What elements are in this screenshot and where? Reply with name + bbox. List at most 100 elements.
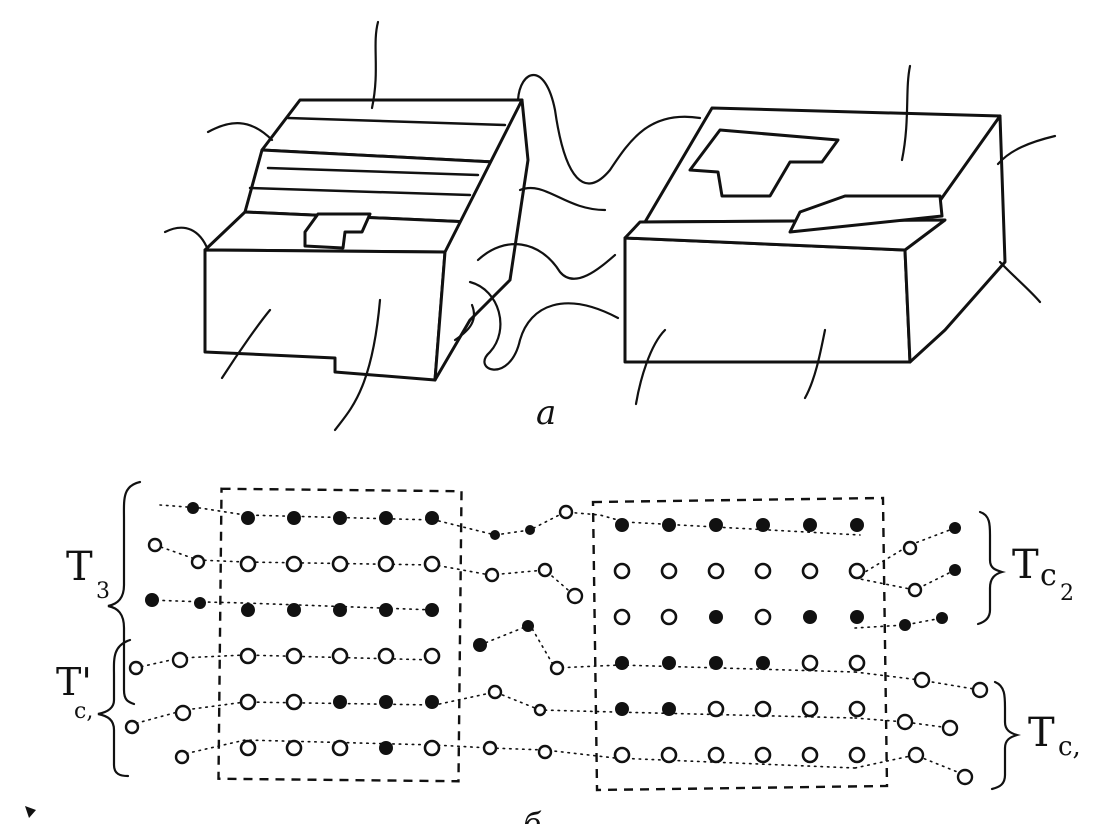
part-b-schematic: T 3 T' c, T c 2 T c, б	[56, 480, 1081, 824]
fiber-dot	[174, 704, 192, 722]
left-block	[203, 98, 530, 382]
filled-dot	[615, 518, 629, 532]
filled-dot	[379, 741, 393, 755]
braces	[97, 480, 1022, 791]
filled-dot	[425, 695, 439, 709]
open-dot	[331, 647, 349, 665]
right-lattice-grid	[613, 518, 866, 764]
filled-dot	[333, 511, 347, 525]
open-dot	[848, 654, 866, 672]
fiber-dot	[907, 582, 923, 598]
fiber-dot	[971, 681, 989, 699]
filled-dot	[379, 511, 393, 525]
fiber-dot	[145, 593, 159, 607]
fiber-dot	[558, 504, 574, 520]
fiber-dot	[941, 719, 959, 737]
filled-dot	[709, 610, 723, 624]
fiber-dot	[537, 744, 553, 760]
open-dot	[423, 555, 441, 573]
outer-dots-right	[896, 522, 989, 786]
fiber-dot	[522, 620, 534, 632]
fiber-dot	[907, 746, 925, 764]
filled-dot	[287, 511, 301, 525]
open-dot	[613, 608, 631, 626]
right-block-side-face	[903, 114, 1007, 364]
open-dot	[423, 647, 441, 665]
filled-dot	[379, 695, 393, 709]
filled-dot	[425, 511, 439, 525]
filled-dot	[803, 610, 817, 624]
open-dot	[754, 700, 772, 718]
part-b-label: б	[523, 807, 542, 824]
label-left-top: T	[66, 544, 93, 590]
open-dot	[754, 608, 772, 626]
open-dot	[377, 647, 395, 665]
open-dot	[801, 700, 819, 718]
open-dot	[613, 746, 631, 764]
left-lattice-box	[217, 487, 463, 783]
open-dot	[613, 562, 631, 580]
brace-right-top	[976, 510, 1007, 626]
filled-dot	[241, 511, 255, 525]
label-left-bottom-sub: c,	[74, 699, 93, 724]
fiber-dot	[484, 567, 500, 583]
open-dot	[331, 555, 349, 573]
filled-dot	[333, 695, 347, 709]
open-dot	[801, 746, 819, 764]
fiber-dot	[566, 587, 584, 605]
brace-left-bottom	[97, 638, 132, 778]
label-left-bottom: T'	[56, 660, 92, 704]
filled-dot	[756, 656, 770, 670]
fiber-dot	[147, 537, 163, 553]
fiber-dot	[949, 564, 961, 576]
filled-dot	[425, 603, 439, 617]
fiber-dot	[482, 740, 498, 756]
open-dot	[660, 608, 678, 626]
brace-left-top	[107, 480, 142, 706]
fiber-dot	[194, 597, 206, 609]
fiber-dot	[187, 502, 199, 514]
fiber-dot	[128, 660, 144, 676]
filled-dot	[709, 518, 723, 532]
label-right-bottom: T	[1028, 710, 1055, 756]
connection-lines	[129, 504, 981, 776]
fiber-dot	[533, 703, 547, 717]
part-b-labels: T 3 T' c, T c 2 T c,	[56, 542, 1081, 762]
label-left-top-sub: 3	[96, 579, 110, 604]
open-dot	[239, 693, 257, 711]
open-dot	[285, 555, 303, 573]
fiber-dot	[171, 651, 189, 669]
fiber-dot	[949, 522, 961, 534]
filled-dot	[241, 603, 255, 617]
label-right-top-sub2: 2	[1060, 581, 1074, 606]
outer-dots-left	[124, 502, 206, 765]
left-block-front-face	[203, 248, 447, 382]
fiber-dot	[936, 612, 948, 624]
open-dot	[377, 555, 395, 573]
fiber-dot	[896, 713, 914, 731]
fiber-dot	[956, 768, 974, 786]
open-dot	[754, 562, 772, 580]
filled-dot	[662, 656, 676, 670]
corner-mark	[25, 806, 36, 818]
open-dot	[848, 700, 866, 718]
filled-dot	[662, 518, 676, 532]
part-a-illustration: a	[163, 20, 1057, 433]
fiber-dot	[899, 619, 911, 631]
open-dot	[707, 700, 725, 718]
open-dot	[239, 555, 257, 573]
fiber-dot	[902, 540, 918, 556]
open-dot	[423, 739, 441, 757]
label-right-top-sub: c	[1040, 558, 1057, 593]
left-block-groove	[248, 116, 507, 197]
open-dot	[285, 693, 303, 711]
left-lattice-grid	[239, 511, 441, 757]
open-dot	[285, 739, 303, 757]
fiber-dot	[473, 638, 487, 652]
right-block-ledge	[788, 194, 944, 234]
fiber-dot	[913, 671, 931, 689]
open-dot	[331, 739, 349, 757]
part-a-label: a	[536, 393, 556, 433]
left-block-notch	[303, 212, 372, 250]
filled-dot	[615, 702, 629, 716]
